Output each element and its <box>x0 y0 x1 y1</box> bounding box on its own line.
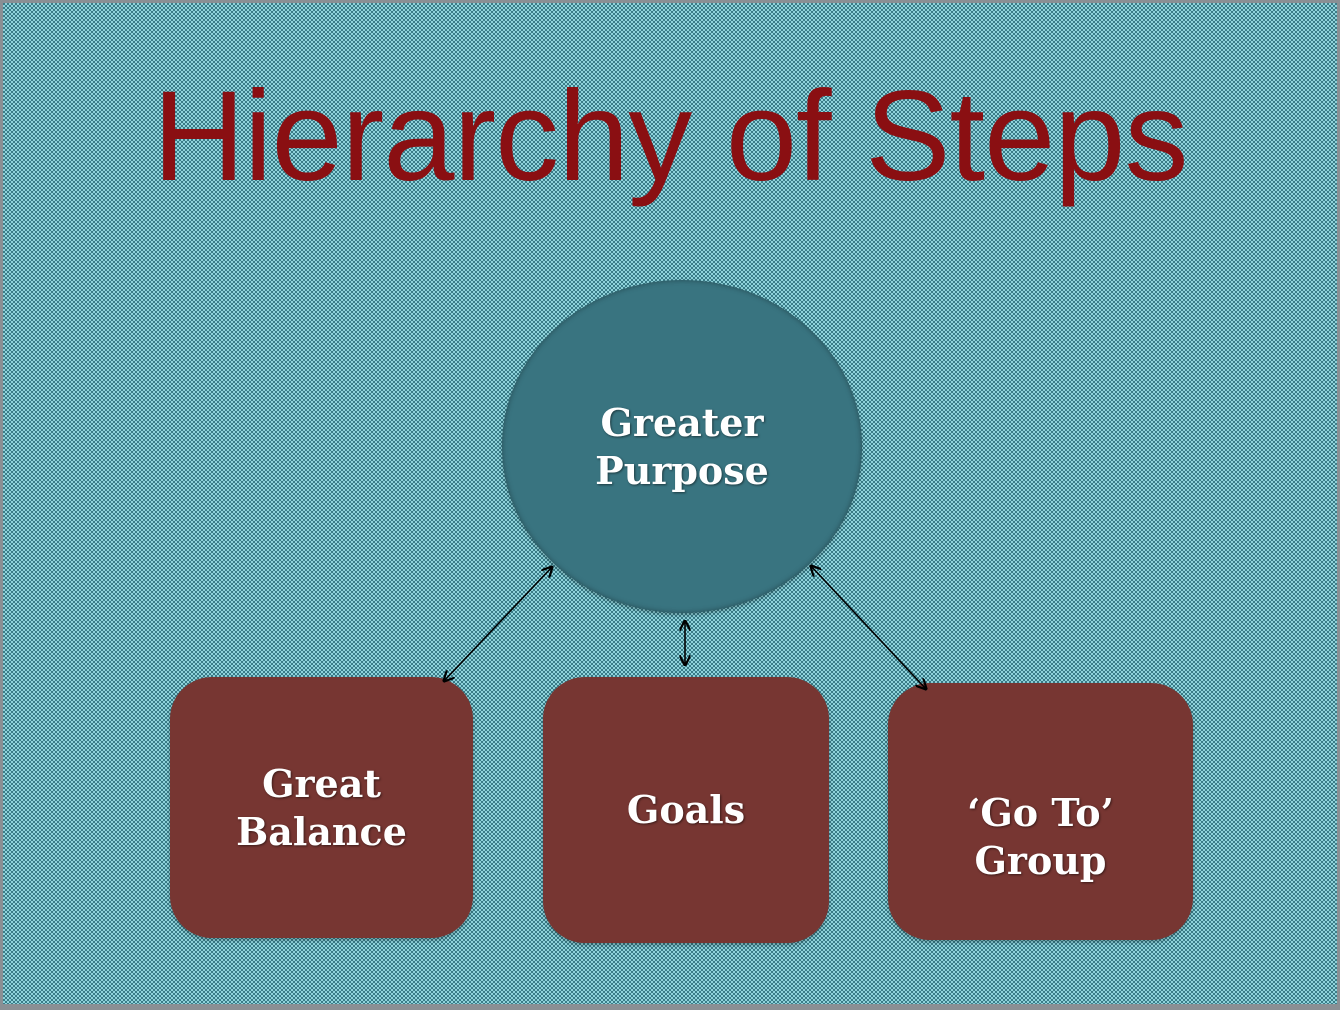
arrow-left <box>444 567 552 681</box>
node-label-line: Balance <box>236 808 407 854</box>
node-label-line: Greater <box>600 399 764 445</box>
node-label-line: ‘Go To’ <box>967 789 1114 835</box>
go-to-group-node: ‘Go To’Group <box>888 683 1193 940</box>
slide-title: Hierarchy of Steps <box>152 65 1189 208</box>
node-label-line: Goals <box>626 787 746 832</box>
goals-node: Goals <box>543 677 829 943</box>
node-label-line: Group <box>974 837 1107 883</box>
arrow-right <box>811 566 926 689</box>
node-label-line: Great <box>262 760 381 806</box>
node-label-line: Purpose <box>595 447 769 493</box>
